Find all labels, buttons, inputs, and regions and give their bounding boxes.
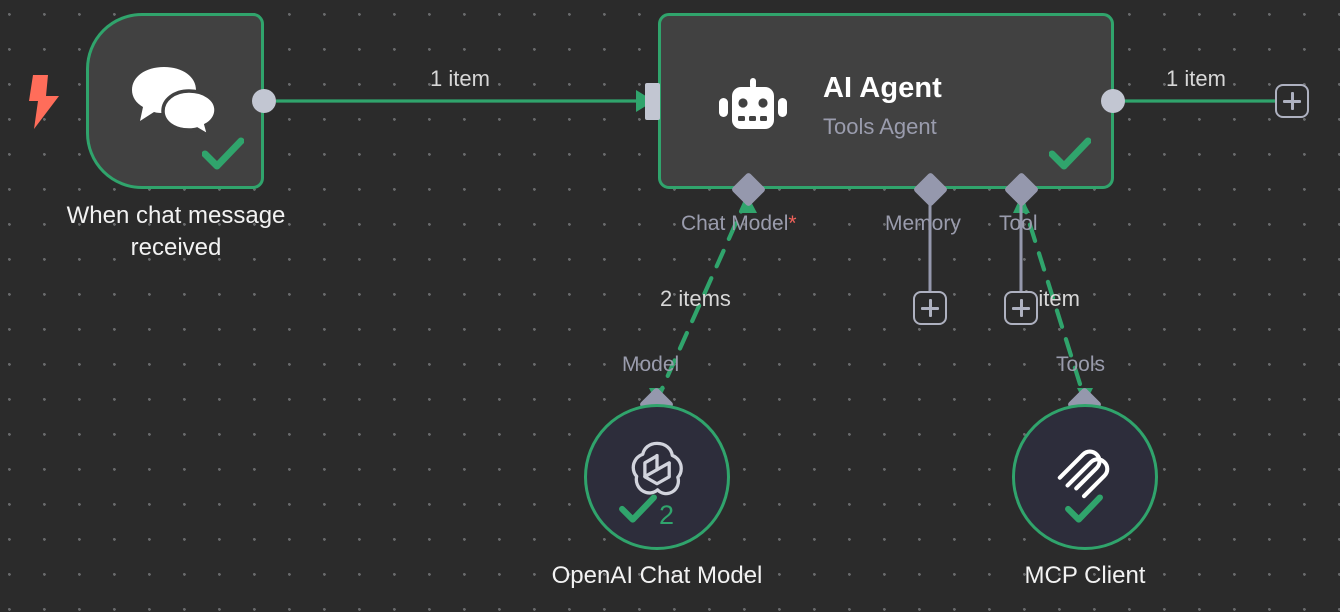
node-label-when-chat-message-received: When chat message received	[66, 202, 286, 261]
node-when-chat-message-received[interactable]	[86, 13, 264, 189]
add-tool-button[interactable]	[1004, 291, 1038, 325]
edge-label-agent-to-model: 2 items	[660, 286, 731, 311]
sub-port-label-model: Model	[622, 353, 680, 376]
edge-label-agent-output: 1 item	[1166, 66, 1226, 91]
add-node-after-agent-button[interactable]	[1275, 84, 1309, 118]
sub-port-label-tools: Tools	[1056, 353, 1106, 376]
required-asterisk-chat-model: *	[788, 212, 797, 235]
node-subtitle-tools-agent: Tools Agent	[823, 114, 937, 139]
lightning-bolt-icon	[26, 74, 62, 135]
chat-bubbles-icon	[89, 16, 261, 186]
node-mcp-client[interactable]	[1012, 404, 1158, 550]
add-memory-button[interactable]	[913, 291, 947, 325]
sub-port-label-chat-model: Chat Model*	[681, 212, 797, 236]
sub-port-label-chat-model-text: Chat Model	[681, 212, 789, 235]
openai-logo-icon	[587, 407, 727, 547]
status-success-check-ai-agent	[1048, 137, 1092, 176]
sub-port-label-memory: Memory	[885, 212, 961, 235]
node-openai-chat-model[interactable]: 2	[584, 404, 730, 550]
edge-label-trigger-to-agent: 1 item	[430, 66, 490, 91]
output-port-ai-agent[interactable]	[1101, 89, 1125, 113]
plus-icon-vertical	[928, 299, 932, 317]
node-label-mcp-client: MCP Client	[1024, 562, 1146, 589]
sub-port-label-tool: Tool	[999, 212, 1038, 235]
mcp-logo-icon	[1015, 407, 1155, 547]
node-title-ai-agent: AI Agent	[823, 72, 942, 104]
robot-icon	[718, 78, 788, 136]
plus-icon-vertical	[1019, 299, 1023, 317]
node-ai-agent[interactable]: AI Agent Tools Agent	[658, 13, 1114, 189]
run-count-openai: 2	[659, 500, 675, 530]
input-port-ai-agent[interactable]	[645, 83, 660, 120]
plus-icon-vertical	[1290, 92, 1294, 110]
output-port-trigger[interactable]	[252, 89, 276, 113]
node-label-openai-chat-model: OpenAI Chat Model	[551, 562, 763, 589]
